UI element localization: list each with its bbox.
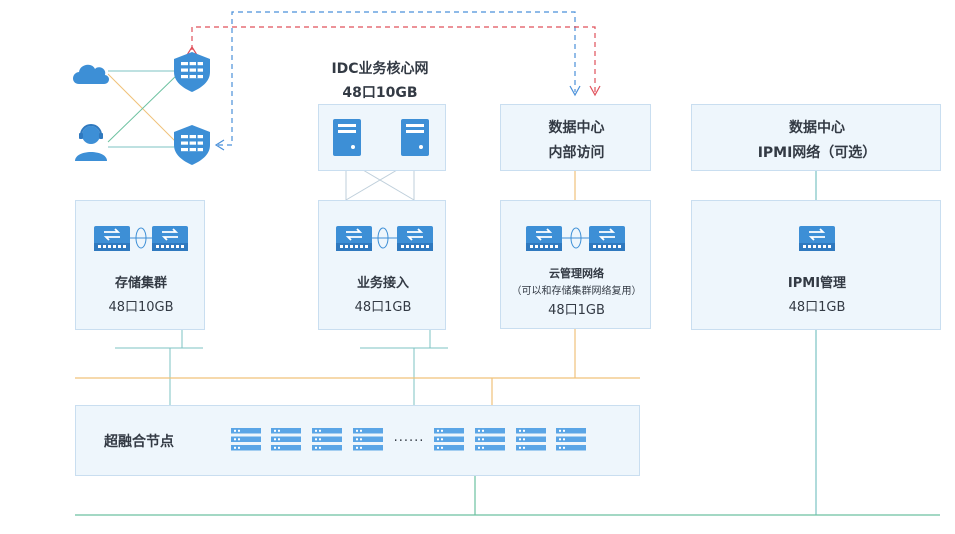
business-access-label: 业务接入 (356, 276, 409, 291)
idc-core-title: IDC业务核心网 (331, 61, 429, 77)
storage-cluster-label: 存储集群 (114, 276, 167, 291)
ipmi-management-label: IPMI管理 (787, 276, 847, 291)
user-headset-icon (75, 124, 107, 161)
switch-icon (396, 225, 434, 252)
dc-ipmi-network-box: 数据中心 IPMI网络（可选） (691, 104, 941, 171)
dashed-link-red (191, 26, 596, 92)
node-server-icon (353, 428, 383, 451)
hyperconverged-nodes-ellipsis: ...... (393, 430, 425, 445)
idc-core-ports: 48口10GB (342, 85, 418, 101)
link-aggregation-icon (135, 227, 147, 249)
node-server-icon (231, 428, 261, 451)
node-server-icon (434, 428, 464, 451)
dashed-link-blue (218, 11, 576, 146)
idc-core-server-box (318, 104, 446, 171)
storage-cluster-ports: 48口10GB (108, 300, 174, 315)
link-user-fw1 (107, 73, 179, 143)
arrow-red-up (186, 45, 198, 56)
storage-cluster-box: 存储集群 48口10GB (75, 200, 205, 330)
switch-icon (798, 225, 836, 252)
firewall-icon (174, 52, 210, 92)
ipmi-management-ports: 48口1GB (788, 300, 846, 315)
switch-icon (525, 225, 563, 252)
cloud-management-box: 云管理网络 （可以和存储集群网络复用） 48口1GB (500, 200, 651, 329)
business-access-ports: 48口1GB (354, 300, 412, 315)
firewall-icon (174, 125, 210, 165)
dc-ipmi-line1: 数据中心 (789, 120, 845, 136)
switch-icon (335, 225, 373, 252)
link-aggregation-icon (570, 227, 582, 249)
arrow-blue-down (569, 85, 581, 97)
switch-icon (151, 225, 189, 252)
dc-internal-line2: 内部访问 (548, 145, 605, 161)
dc-internal-line1: 数据中心 (548, 120, 605, 136)
server-icon (401, 119, 429, 156)
hyperconverged-nodes-label: 超融合节点 (104, 434, 174, 450)
arrow-red-down (589, 85, 601, 97)
cloud-management-ports: 48口1GB (548, 303, 605, 318)
cloud-management-label: 云管理网络 (549, 267, 604, 280)
node-server-icon (516, 428, 546, 451)
node-server-icon (556, 428, 586, 451)
dc-internal-access-box: 数据中心 内部访问 (500, 104, 651, 171)
server-icon (333, 119, 361, 156)
hyperconverged-nodes-box: 超融合节点 ...... (75, 405, 640, 476)
business-access-box: 业务接入 48口1GB (318, 200, 446, 330)
link-cloud-fw2 (107, 73, 179, 145)
ipmi-management-box: IPMI管理 48口1GB (691, 200, 941, 330)
node-server-icon (271, 428, 301, 451)
switch-icon (588, 225, 626, 252)
cloud-icon (73, 64, 110, 84)
switch-icon (93, 225, 131, 252)
cloud-management-note: （可以和存储集群网络复用） (511, 286, 642, 297)
arrow-blue-left (214, 139, 225, 151)
link-aggregation-icon (377, 227, 389, 249)
dc-ipmi-line2: IPMI网络（可选） (757, 145, 877, 161)
node-server-icon (312, 428, 342, 451)
node-server-icon (475, 428, 505, 451)
